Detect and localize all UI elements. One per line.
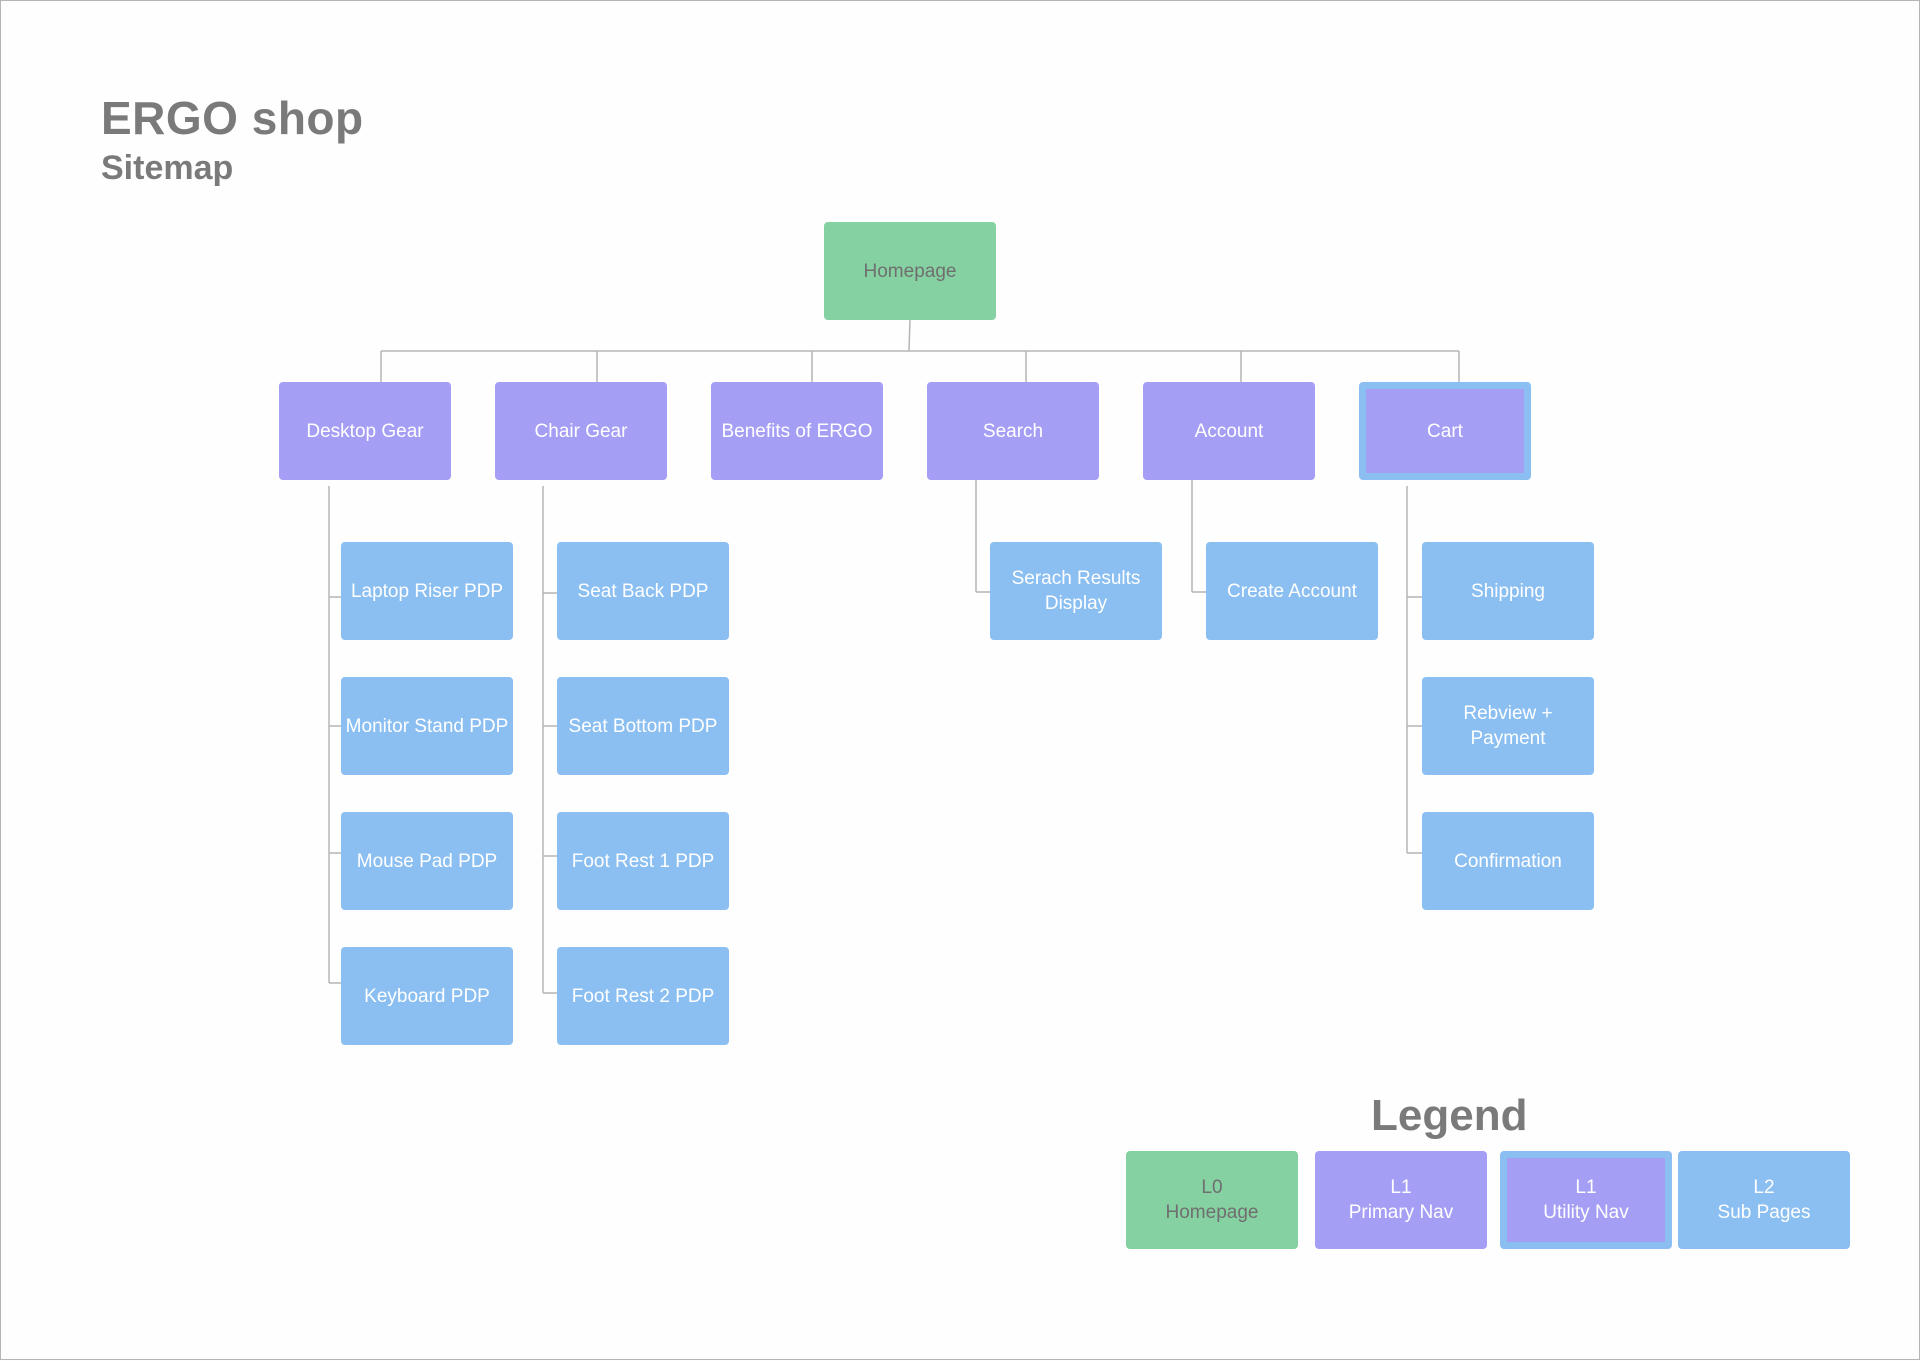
- page-title: ERGO shop: [101, 92, 364, 144]
- page-laptop-riser-pdp[interactable]: Laptop Riser PDP: [341, 542, 513, 640]
- legend-item-primary-nav: L1 Primary Nav: [1315, 1151, 1487, 1249]
- homepage-node[interactable]: Homepage: [824, 222, 996, 320]
- nav-account[interactable]: Account: [1143, 382, 1315, 480]
- page-confirmation[interactable]: Confirmation: [1422, 812, 1594, 910]
- page-review-payment[interactable]: Rebview + Payment: [1422, 677, 1594, 775]
- page-seat-bottom-pdp[interactable]: Seat Bottom PDP: [557, 677, 729, 775]
- legend-item-homepage: L0 Homepage: [1126, 1151, 1298, 1249]
- legend-item-utility-nav: L1 Utility Nav: [1500, 1151, 1672, 1249]
- page-seat-back-pdp[interactable]: Seat Back PDP: [557, 542, 729, 640]
- connector-homepage-stem: [908, 319, 911, 352]
- page-keyboard-pdp[interactable]: Keyboard PDP: [341, 947, 513, 1045]
- page-foot-rest-1-pdp[interactable]: Foot Rest 1 PDP: [557, 812, 729, 910]
- nav-benefits-of-ergo[interactable]: Benefits of ERGO: [711, 382, 883, 480]
- page-mouse-pad-pdp[interactable]: Mouse Pad PDP: [341, 812, 513, 910]
- page-shipping[interactable]: Shipping: [1422, 542, 1594, 640]
- page-foot-rest-2-pdp[interactable]: Foot Rest 2 PDP: [557, 947, 729, 1045]
- nav-desktop-gear[interactable]: Desktop Gear: [279, 382, 451, 480]
- page-monitor-stand-pdp[interactable]: Monitor Stand PDP: [341, 677, 513, 775]
- legend-item-sub-pages: L2 Sub Pages: [1678, 1151, 1850, 1249]
- nav-search[interactable]: Search: [927, 382, 1099, 480]
- page-search-results-display[interactable]: Serach Results Display: [990, 542, 1162, 640]
- nav-cart[interactable]: Cart: [1359, 382, 1531, 480]
- page-create-account[interactable]: Create Account: [1206, 542, 1378, 640]
- legend-title: Legend: [1371, 1091, 1528, 1140]
- nav-chair-gear[interactable]: Chair Gear: [495, 382, 667, 480]
- page-subtitle: Sitemap: [101, 149, 234, 187]
